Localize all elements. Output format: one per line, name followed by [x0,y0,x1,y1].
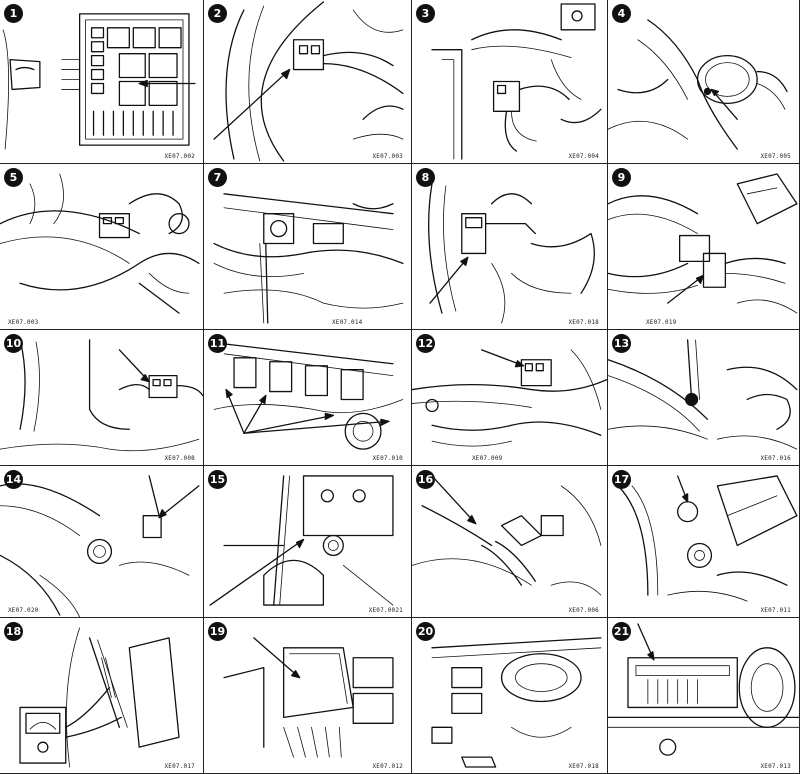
step-number: 11 [208,334,227,353]
engine-bay-illustration [0,475,200,617]
figure-code: XE07.013 [760,763,791,770]
figure-code: XE07.0021 [368,607,403,614]
panel-8: 8 XE07.018 [412,164,608,330]
sensor-illustration [213,193,404,324]
figure-code: XE07.012 [372,763,403,770]
panel-1: 1 XE07.002 [0,0,204,164]
hose-sensor-illustration [608,173,798,314]
control-unit-illustration [608,623,799,756]
panel-9: 9 XE07.019 [608,164,800,330]
step-number: 20 [416,622,435,641]
figure-code: XE07.019 [646,319,677,326]
panel-17: 17 XE07.011 [608,466,800,618]
step-number: 10 [4,334,23,353]
hose-connector-illustration [412,475,602,596]
step-number: 13 [612,334,631,353]
panel-14: 14 XE07.020 [0,466,204,618]
throttle-sensor-illustration [617,475,798,602]
step-number: 8 [416,168,435,187]
ecu-illustration [223,637,394,758]
horn-illustration [209,475,394,606]
figure-code: XE07.003 [372,153,403,160]
sensor-illustration [431,3,602,160]
panel-15: 15 XE07.0021 [204,466,412,618]
figure-code: XE07.003 [8,319,39,326]
plug-illustration [0,173,200,314]
step-number: 15 [208,470,227,489]
relay-box-illustration [2,13,196,150]
hose-illustration [608,339,798,450]
step-number: 18 [4,622,23,641]
panel-7: 7 XE07.014 [204,164,412,330]
panel-19: 19 XE07.012 [204,618,412,774]
step-number: 9 [612,168,631,187]
connector-illustration [0,339,203,452]
figure-code: XE07.017 [164,763,195,770]
panel-10: 10 XE07.008 [0,330,204,466]
actuator-illustration [608,19,788,150]
step-number: 12 [416,334,435,353]
panel-20: 20 XE07.018 [412,618,608,774]
step-number: 2 [208,4,227,23]
figure-code: XE07.010 [372,455,403,462]
panel-4: 4 XE07.005 [608,0,800,164]
panel-3: 3 XE07.004 [412,0,608,164]
figure-code: XE07.016 [760,455,791,462]
step-number: 17 [612,470,631,489]
figure-code: XE07.014 [332,319,363,326]
panel-16: 16 XE07.006 [412,466,608,618]
figure-code: XE07.011 [760,607,791,614]
step-number: 14 [4,470,23,489]
figure-code: XE07.018 [568,763,599,770]
step-number: 19 [208,622,227,641]
panel-11: 11 XE07.010 [204,330,412,466]
panel-13: 13 XE07.016 [608,330,800,466]
sensor-illustration [412,349,607,447]
connector-illustration [213,1,404,162]
figure-code: XE07.008 [164,455,195,462]
dashboard-illustration [431,637,602,768]
multimeter-illustration [19,627,180,768]
figure-code: XE07.020 [8,607,39,614]
figure-code: XE07.018 [568,319,599,326]
valve-illustration [428,183,595,324]
step-number: 4 [612,4,631,23]
figure-code: XE07.005 [760,153,791,160]
panel-2: 2 XE07.003 [204,0,412,164]
figure-code: XE07.004 [568,153,599,160]
step-number: 5 [4,168,23,187]
figure-code: XE07.009 [472,455,503,462]
step-number: 21 [612,622,631,641]
figure-code: XE07.002 [164,153,195,160]
step-number: 7 [208,168,227,187]
injector-rail-illustration [213,343,404,450]
panel-5: 5 XE07.003 [0,164,204,330]
step-number: 1 [4,4,23,23]
figure-code: XE07.006 [568,607,599,614]
panel-21: 21 XE07.013 [608,618,800,774]
panel-18: 18 XE07.017 [0,618,204,774]
step-number: 16 [416,470,435,489]
panel-12: 12 XE07.009 [412,330,608,466]
step-number: 3 [416,4,435,23]
